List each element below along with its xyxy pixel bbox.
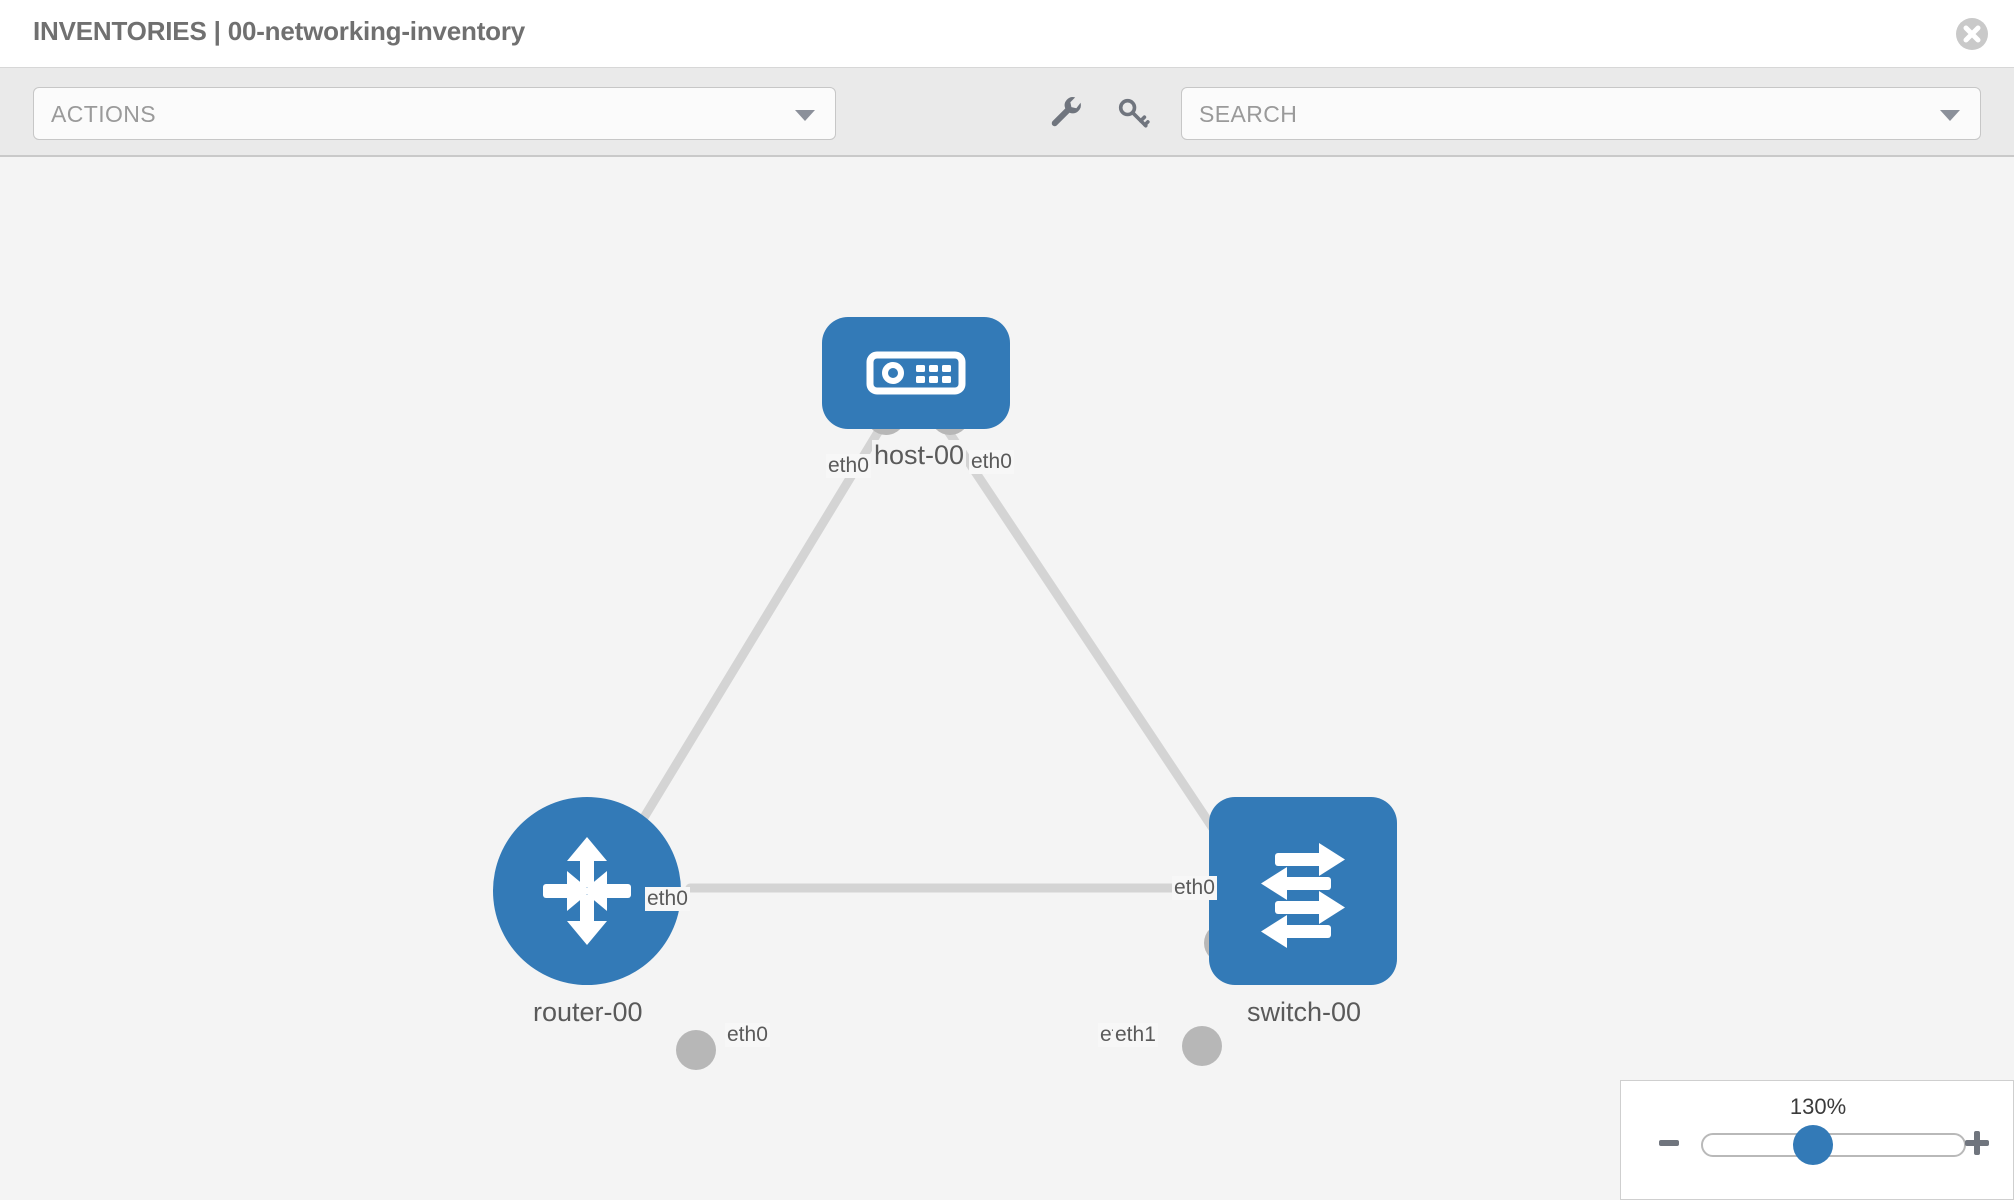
connector-switch-left xyxy=(1182,1026,1222,1066)
iface-label-router-right: eth0 xyxy=(725,1023,770,1047)
server-appliance-icon xyxy=(866,351,966,395)
plus-icon xyxy=(1965,1131,1989,1155)
wrench-icon[interactable] xyxy=(1043,90,1089,136)
bidirectional-arrows-icon xyxy=(1261,843,1345,948)
close-icon[interactable] xyxy=(1956,18,1988,50)
four-arrows-converging-icon xyxy=(543,837,631,945)
node-label-router-00: router-00 xyxy=(531,997,645,1028)
topology-edges xyxy=(615,414,1237,893)
node-label-switch-00: switch-00 xyxy=(1245,997,1364,1028)
zoom-control-panel: 130% xyxy=(1620,1080,2014,1200)
node-label-host-00: host-00 xyxy=(872,440,967,471)
page-header: INVENTORIES | 00-networking-inventory xyxy=(0,0,2014,68)
chevron-down-icon xyxy=(795,110,815,121)
toolbar: ACTIONS SEARCH xyxy=(0,68,2014,157)
minus-icon xyxy=(1659,1140,1679,1146)
topology-canvas[interactable]: host-00 eth0 eth0 xyxy=(0,157,2014,1200)
edge-host-router xyxy=(615,414,891,862)
iface-label-host-left: eth0 xyxy=(826,454,871,478)
search-input[interactable]: SEARCH xyxy=(1181,87,1981,140)
zoom-slider-track[interactable] xyxy=(1701,1133,1966,1157)
chevron-down-icon xyxy=(1940,110,1960,121)
page-title: INVENTORIES | 00-networking-inventory xyxy=(33,16,526,46)
switch-node-shape[interactable] xyxy=(1209,797,1397,985)
host-node-shape[interactable] xyxy=(822,317,1010,429)
zoom-out-button[interactable] xyxy=(1651,1125,1687,1161)
key-icon[interactable] xyxy=(1110,90,1156,136)
node-switch-00[interactable] xyxy=(1209,797,1397,985)
iface-label-switch-left: eth1 xyxy=(1113,1023,1158,1047)
search-placeholder: SEARCH xyxy=(1199,101,1298,127)
edge-host-switch xyxy=(935,414,1237,862)
zoom-level-label: 130% xyxy=(1789,1094,1847,1119)
iface-label-switch-upper: eth0 xyxy=(1172,876,1217,900)
node-host-00[interactable] xyxy=(822,317,1010,429)
connector-router-right xyxy=(676,1030,716,1070)
iface-label-host-right: eth0 xyxy=(969,450,1014,474)
actions-dropdown-label: ACTIONS xyxy=(51,101,157,127)
iface-label-router-upper: eth0 xyxy=(645,887,690,911)
zoom-in-button[interactable] xyxy=(1959,1125,1995,1161)
zoom-slider-thumb[interactable] xyxy=(1793,1125,1833,1165)
actions-dropdown[interactable]: ACTIONS xyxy=(33,87,836,140)
